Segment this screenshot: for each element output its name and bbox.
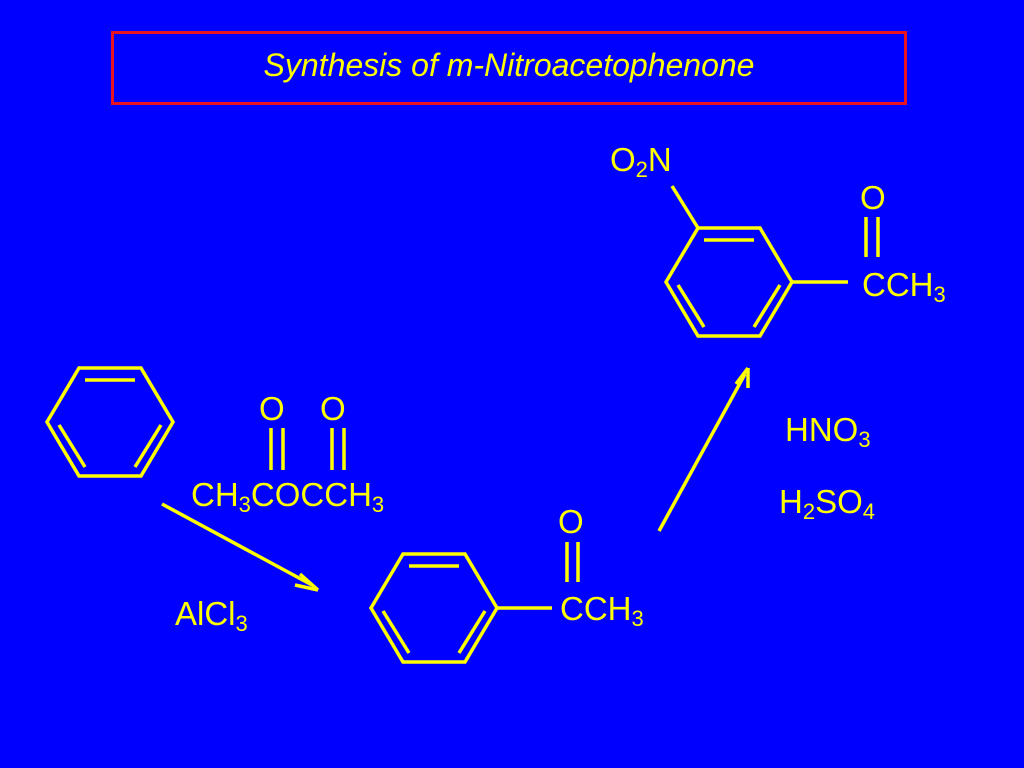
arrow-2-shaft [657, 373, 747, 532]
acetophenone-hexagon [368, 552, 500, 664]
acetophenone-double-bond-right [457, 610, 487, 654]
slide-title: Synthesis of m-Nitroacetophenone [263, 46, 755, 83]
reaction-arrow-2 [657, 366, 750, 532]
product-carbonyl-oxygen: O [860, 179, 886, 216]
anhydride-oxygen-2: O [320, 390, 346, 427]
product-acetyl-label: CCH3 [862, 266, 946, 307]
arrow-2-head-a [734, 366, 750, 386]
arrow-1-head-a [298, 572, 320, 592]
product-nitro-bond [670, 185, 700, 229]
benzene-double-bond-left [57, 424, 87, 468]
product-double-bond-left [676, 284, 706, 328]
intermediate-carbonyl-oxygen: O [558, 503, 584, 540]
intermediate-acetyl-label: CCH3 [560, 590, 644, 631]
anhydride-oxygen-1: O [259, 390, 285, 427]
nitric-acid-label: HNO3 [785, 411, 871, 452]
acetophenone-ring [368, 542, 580, 664]
acetic-anhydride-formula: CH3COCCH3 [191, 476, 385, 517]
nitro-group-label: O2N [610, 141, 672, 182]
reaction-arrow-1 [161, 502, 320, 592]
benzene-hexagon [44, 366, 176, 478]
arrow-1-shaft [161, 502, 313, 587]
benzene-ring [44, 366, 176, 478]
product-hexagon [663, 226, 795, 338]
product-double-bond-right [752, 284, 782, 328]
acetophenone-double-bond-left [381, 610, 411, 654]
arrow-1-head-b [294, 583, 319, 592]
sulfuric-acid-label: H2SO4 [779, 483, 876, 524]
title-box: Synthesis of m-Nitroacetophenone [111, 31, 907, 105]
aluminum-chloride-label: AlCl3 [175, 595, 248, 636]
product-ring [663, 185, 880, 338]
benzene-double-bond-right [133, 424, 163, 468]
anhydride-carbonyls [269, 428, 346, 470]
